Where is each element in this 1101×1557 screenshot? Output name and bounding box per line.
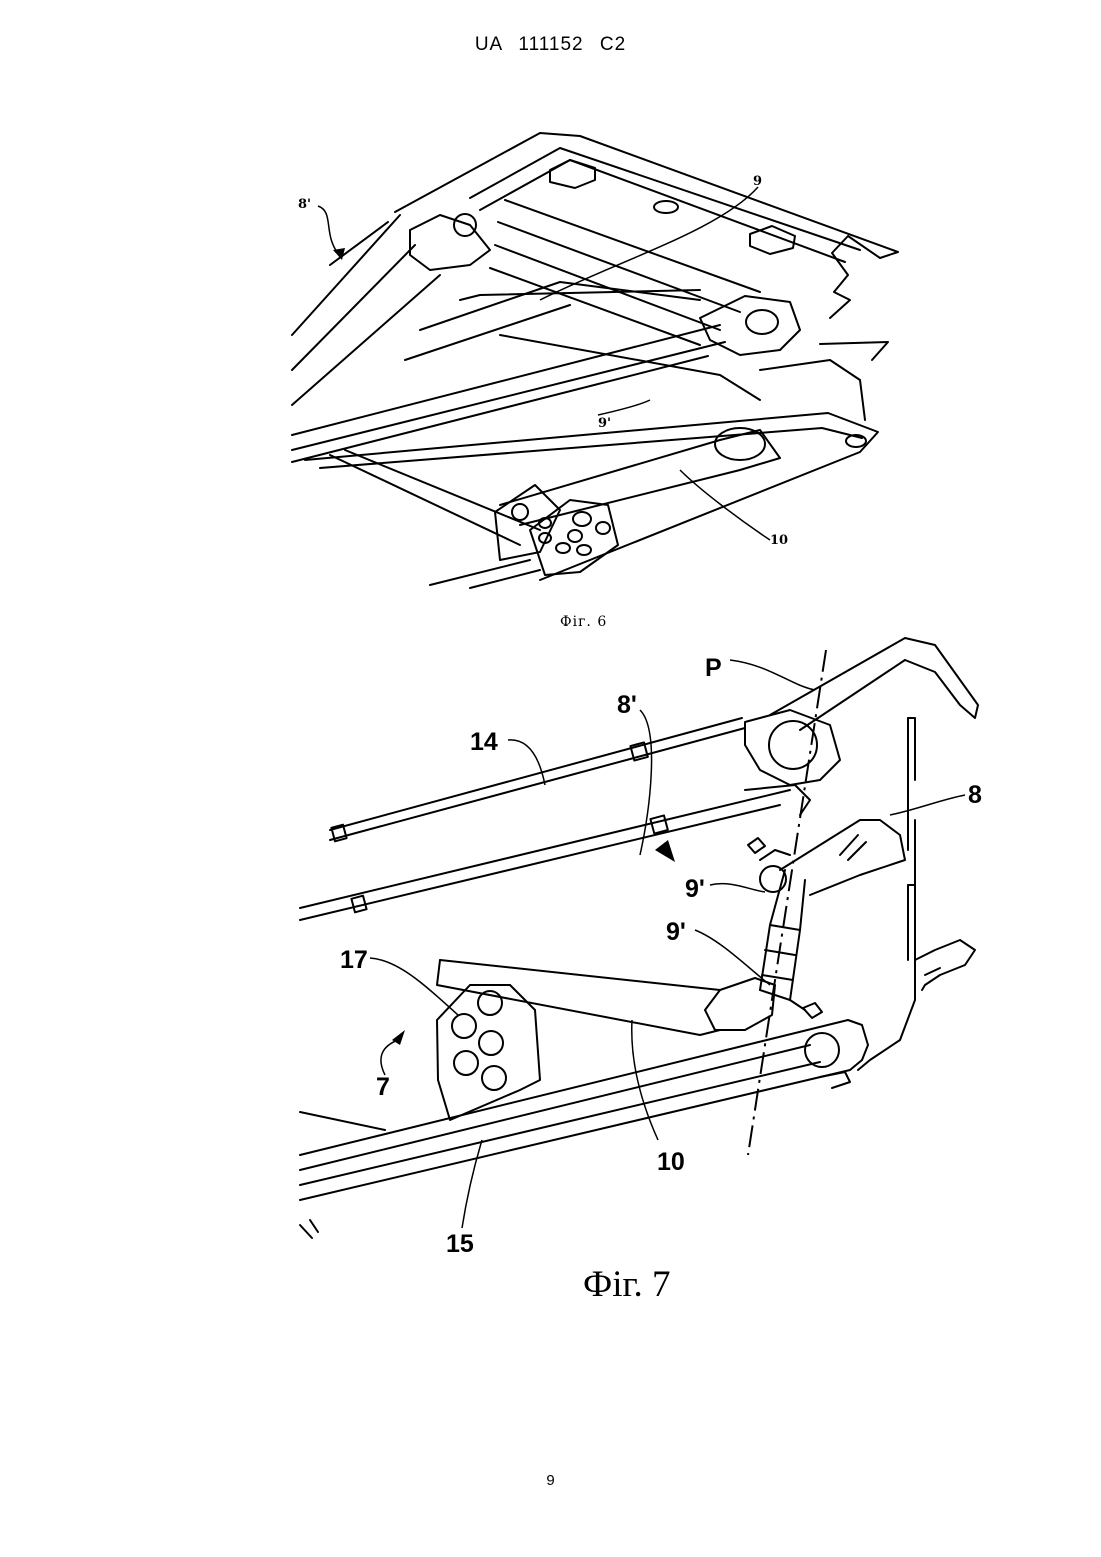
fig6-label-10: 10 [770,533,788,548]
fig6-label-8-prime: 8' [298,197,311,212]
fig7-label-10: 10 [657,1148,685,1176]
figure-7-arrowheads [392,840,675,1045]
fig6-label-9-prime: 9' [598,416,611,431]
figure-6-caption: Фіг. 6 [560,614,607,630]
figure-7-caption: Фіг. 7 [583,1264,671,1305]
fig7-label-17: 17 [340,946,368,974]
figure-6-drawing [292,133,898,588]
fig7-label-9-prime-upper: 9' [685,875,705,903]
fig7-label-15: 15 [446,1230,474,1258]
fig7-label-9-prime-lower: 9' [666,918,686,946]
fig7-label-8: 8 [968,781,982,809]
fig7-label-14: 14 [470,728,498,756]
fig7-label-7: 7 [376,1073,390,1101]
fig6-label-9: 9 [753,174,762,189]
page-number: 9 [0,1472,1101,1489]
fig7-label-P: P [705,654,722,682]
figure-7-drawing [300,638,978,1238]
fig7-label-8-prime: 8' [617,691,637,719]
